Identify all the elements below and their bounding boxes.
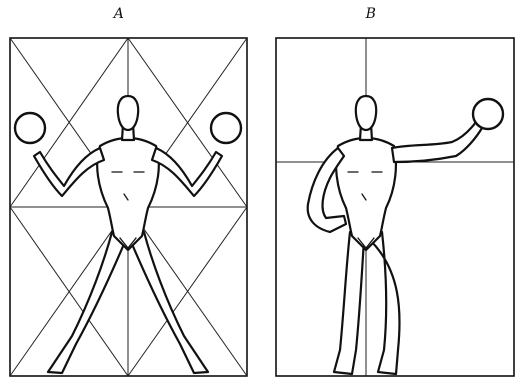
panel-a-right-arm [152,148,222,196]
panel-a-left-ball [15,113,45,143]
panel-b-torso [336,138,396,250]
panel-b-right-leg [370,232,400,374]
panel-a-right-leg [132,232,208,373]
panel-a-left-leg [48,232,124,373]
panel-a [10,38,247,376]
panel-a-head [118,96,138,130]
panel-b-raised-arm [392,122,482,162]
panel-b-left-leg [334,232,364,374]
panel-a-torso [97,138,159,250]
panel-a-left-arm [34,148,104,196]
panel-b [276,38,514,376]
panel-b-figure [308,96,503,374]
panel-b-head [356,96,376,130]
panel-b-ball [473,99,503,129]
panel-a-right-ball [211,113,241,143]
